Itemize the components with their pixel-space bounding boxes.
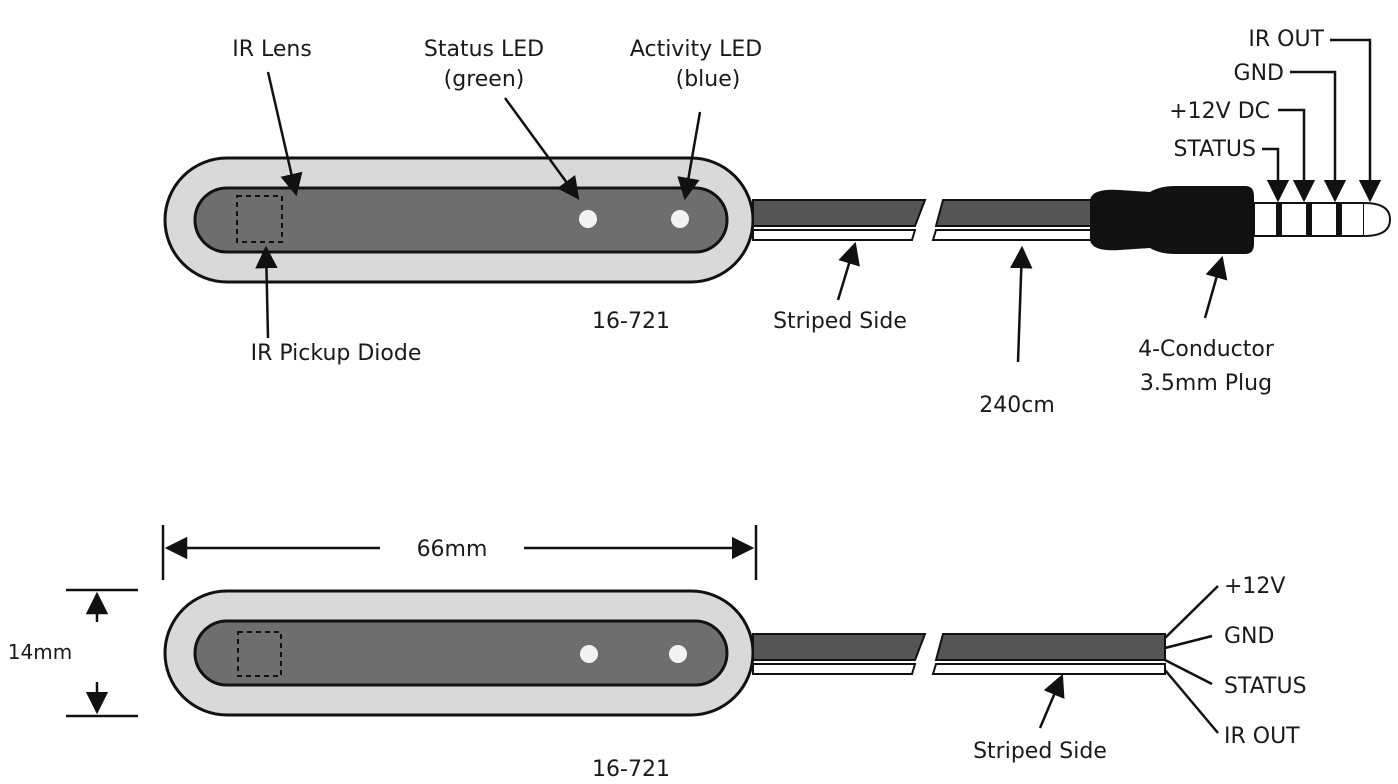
width-dimension [161, 525, 758, 580]
status-led-color-label: (green) [444, 67, 525, 92]
ir-pickup-diode-label: IR Pickup Diode [251, 341, 422, 366]
bottom-assembly: 66mm 14mm [8, 525, 1307, 782]
top-striped-side-label: Striped Side [773, 309, 907, 334]
pin-gnd-label: GND [1234, 61, 1284, 86]
bottom-cable [752, 633, 1166, 675]
wire-gnd-label: GND [1224, 624, 1274, 649]
wire-status-label: STATUS [1224, 674, 1307, 699]
pin-status-label: STATUS [1173, 137, 1256, 162]
ir-pickup-diode-box [236, 195, 283, 243]
top-cable [752, 199, 1099, 241]
top-assembly: IR Lens Status LED (green) Activity LED … [163, 27, 1392, 418]
bottom-sensor-body [163, 589, 755, 717]
bottom-striped-side-label: Striped Side [973, 739, 1107, 764]
top-part-number: 16-721 [592, 309, 670, 334]
width-dimension-label: 66mm [417, 537, 488, 562]
status-led [579, 210, 597, 228]
height-dimension-label: 14mm [8, 640, 72, 664]
top-leaders [255, 38, 1382, 363]
status-led-label: Status LED [424, 37, 544, 62]
wire-ir-out-label: IR OUT [1224, 724, 1300, 749]
pin-ir-out-label: IR OUT [1248, 27, 1324, 52]
plug-label-line2: 3.5mm Plug [1140, 371, 1272, 396]
activity-led [671, 210, 689, 228]
height-dimension [66, 588, 138, 718]
wire-12v-label: +12V [1224, 574, 1285, 599]
wire-fanout [1164, 585, 1219, 734]
activity-led-color-label: (blue) [676, 67, 741, 92]
activity-led-label: Activity LED [630, 37, 762, 62]
cable-length-label: 240cm [979, 393, 1055, 418]
ir-lens-label: IR Lens [232, 37, 312, 62]
bottom-striped-side-leader [1038, 673, 1065, 729]
top-sensor-body [163, 156, 755, 284]
pin-12v-dc-label: +12V DC [1169, 99, 1270, 124]
plug-label-line1: 4-Conductor [1138, 337, 1275, 362]
bottom-part-number: 16-721 [592, 757, 670, 782]
top-plug [1090, 186, 1392, 254]
